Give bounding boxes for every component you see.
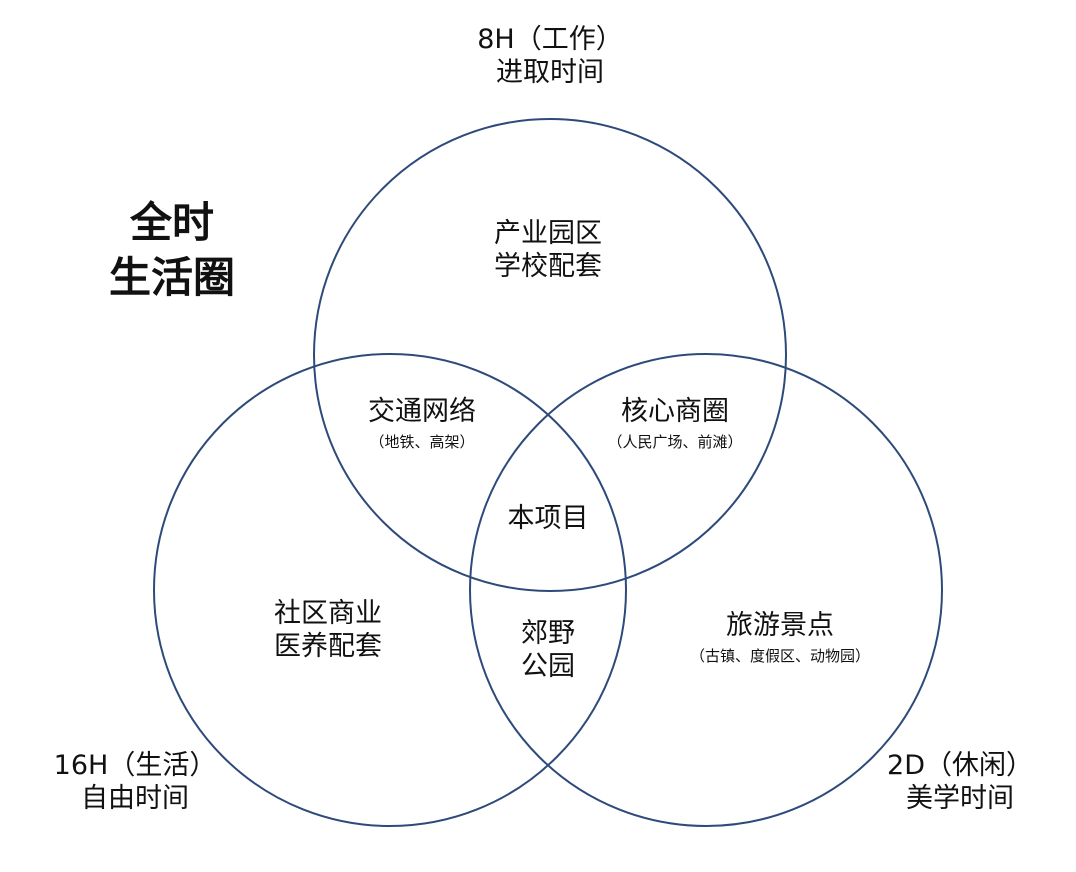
circle-life-content-line2: 医养配套	[274, 630, 382, 662]
overlap-work-leisure-label: 核心商圈	[621, 396, 729, 427]
circle-life-name: 16H（生活） 自由时间	[20, 750, 250, 816]
circle-work	[313, 118, 787, 592]
overlap-life-leisure: 郊野 公园	[488, 618, 608, 684]
overlap-work-life: 交通网络 （地铁、高架）	[332, 396, 512, 451]
diagram-title-line1: 全时	[129, 198, 214, 247]
circle-leisure-name: 2D（休闲） 美学时间	[845, 750, 1075, 816]
overlap-life-leisure-line2: 公园	[521, 650, 575, 682]
circle-life	[153, 353, 627, 827]
circle-work-name-line1: 8H（工作）	[477, 24, 623, 55]
circle-leisure-content-line1: 旅游景点	[726, 610, 834, 641]
overlap-center: 本项目	[478, 503, 618, 536]
diagram-title-line2: 生活圈	[108, 252, 235, 302]
circle-leisure-content: 旅游景点 （古镇、度假区、动物园）	[660, 610, 900, 665]
circle-leisure-content-note: （古镇、度假区、动物园）	[689, 646, 870, 665]
overlap-work-life-note: （地铁、高架）	[369, 432, 475, 451]
circle-work-content-line1: 产业园区	[494, 218, 602, 249]
overlap-life-leisure-line1: 郊野	[521, 618, 575, 649]
overlap-center-label: 本项目	[507, 503, 589, 534]
circle-work-content: 产业园区 学校配套	[448, 218, 648, 284]
circle-work-name: 8H（工作） 进取时间	[420, 24, 680, 90]
circle-leisure-name-line1: 2D（休闲）	[887, 750, 1033, 781]
overlap-work-life-label: 交通网络	[368, 396, 476, 427]
circle-work-name-line2: 进取时间	[496, 56, 604, 88]
overlap-work-leisure-note: （人民广场、前滩）	[607, 432, 743, 451]
overlap-work-leisure: 核心商圈 （人民广场、前滩）	[575, 396, 775, 451]
diagram-title: 全时 生活圈	[92, 196, 252, 305]
circle-leisure	[469, 353, 943, 827]
circle-life-name-line2: 自由时间	[81, 782, 189, 814]
circle-life-content-line1: 社区商业	[274, 598, 382, 629]
circle-life-name-line1: 16H（生活）	[53, 750, 217, 781]
circle-work-content-line2: 学校配套	[494, 250, 602, 282]
circle-life-content: 社区商业 医养配套	[228, 598, 428, 664]
circle-leisure-name-line2: 美学时间	[906, 782, 1014, 814]
